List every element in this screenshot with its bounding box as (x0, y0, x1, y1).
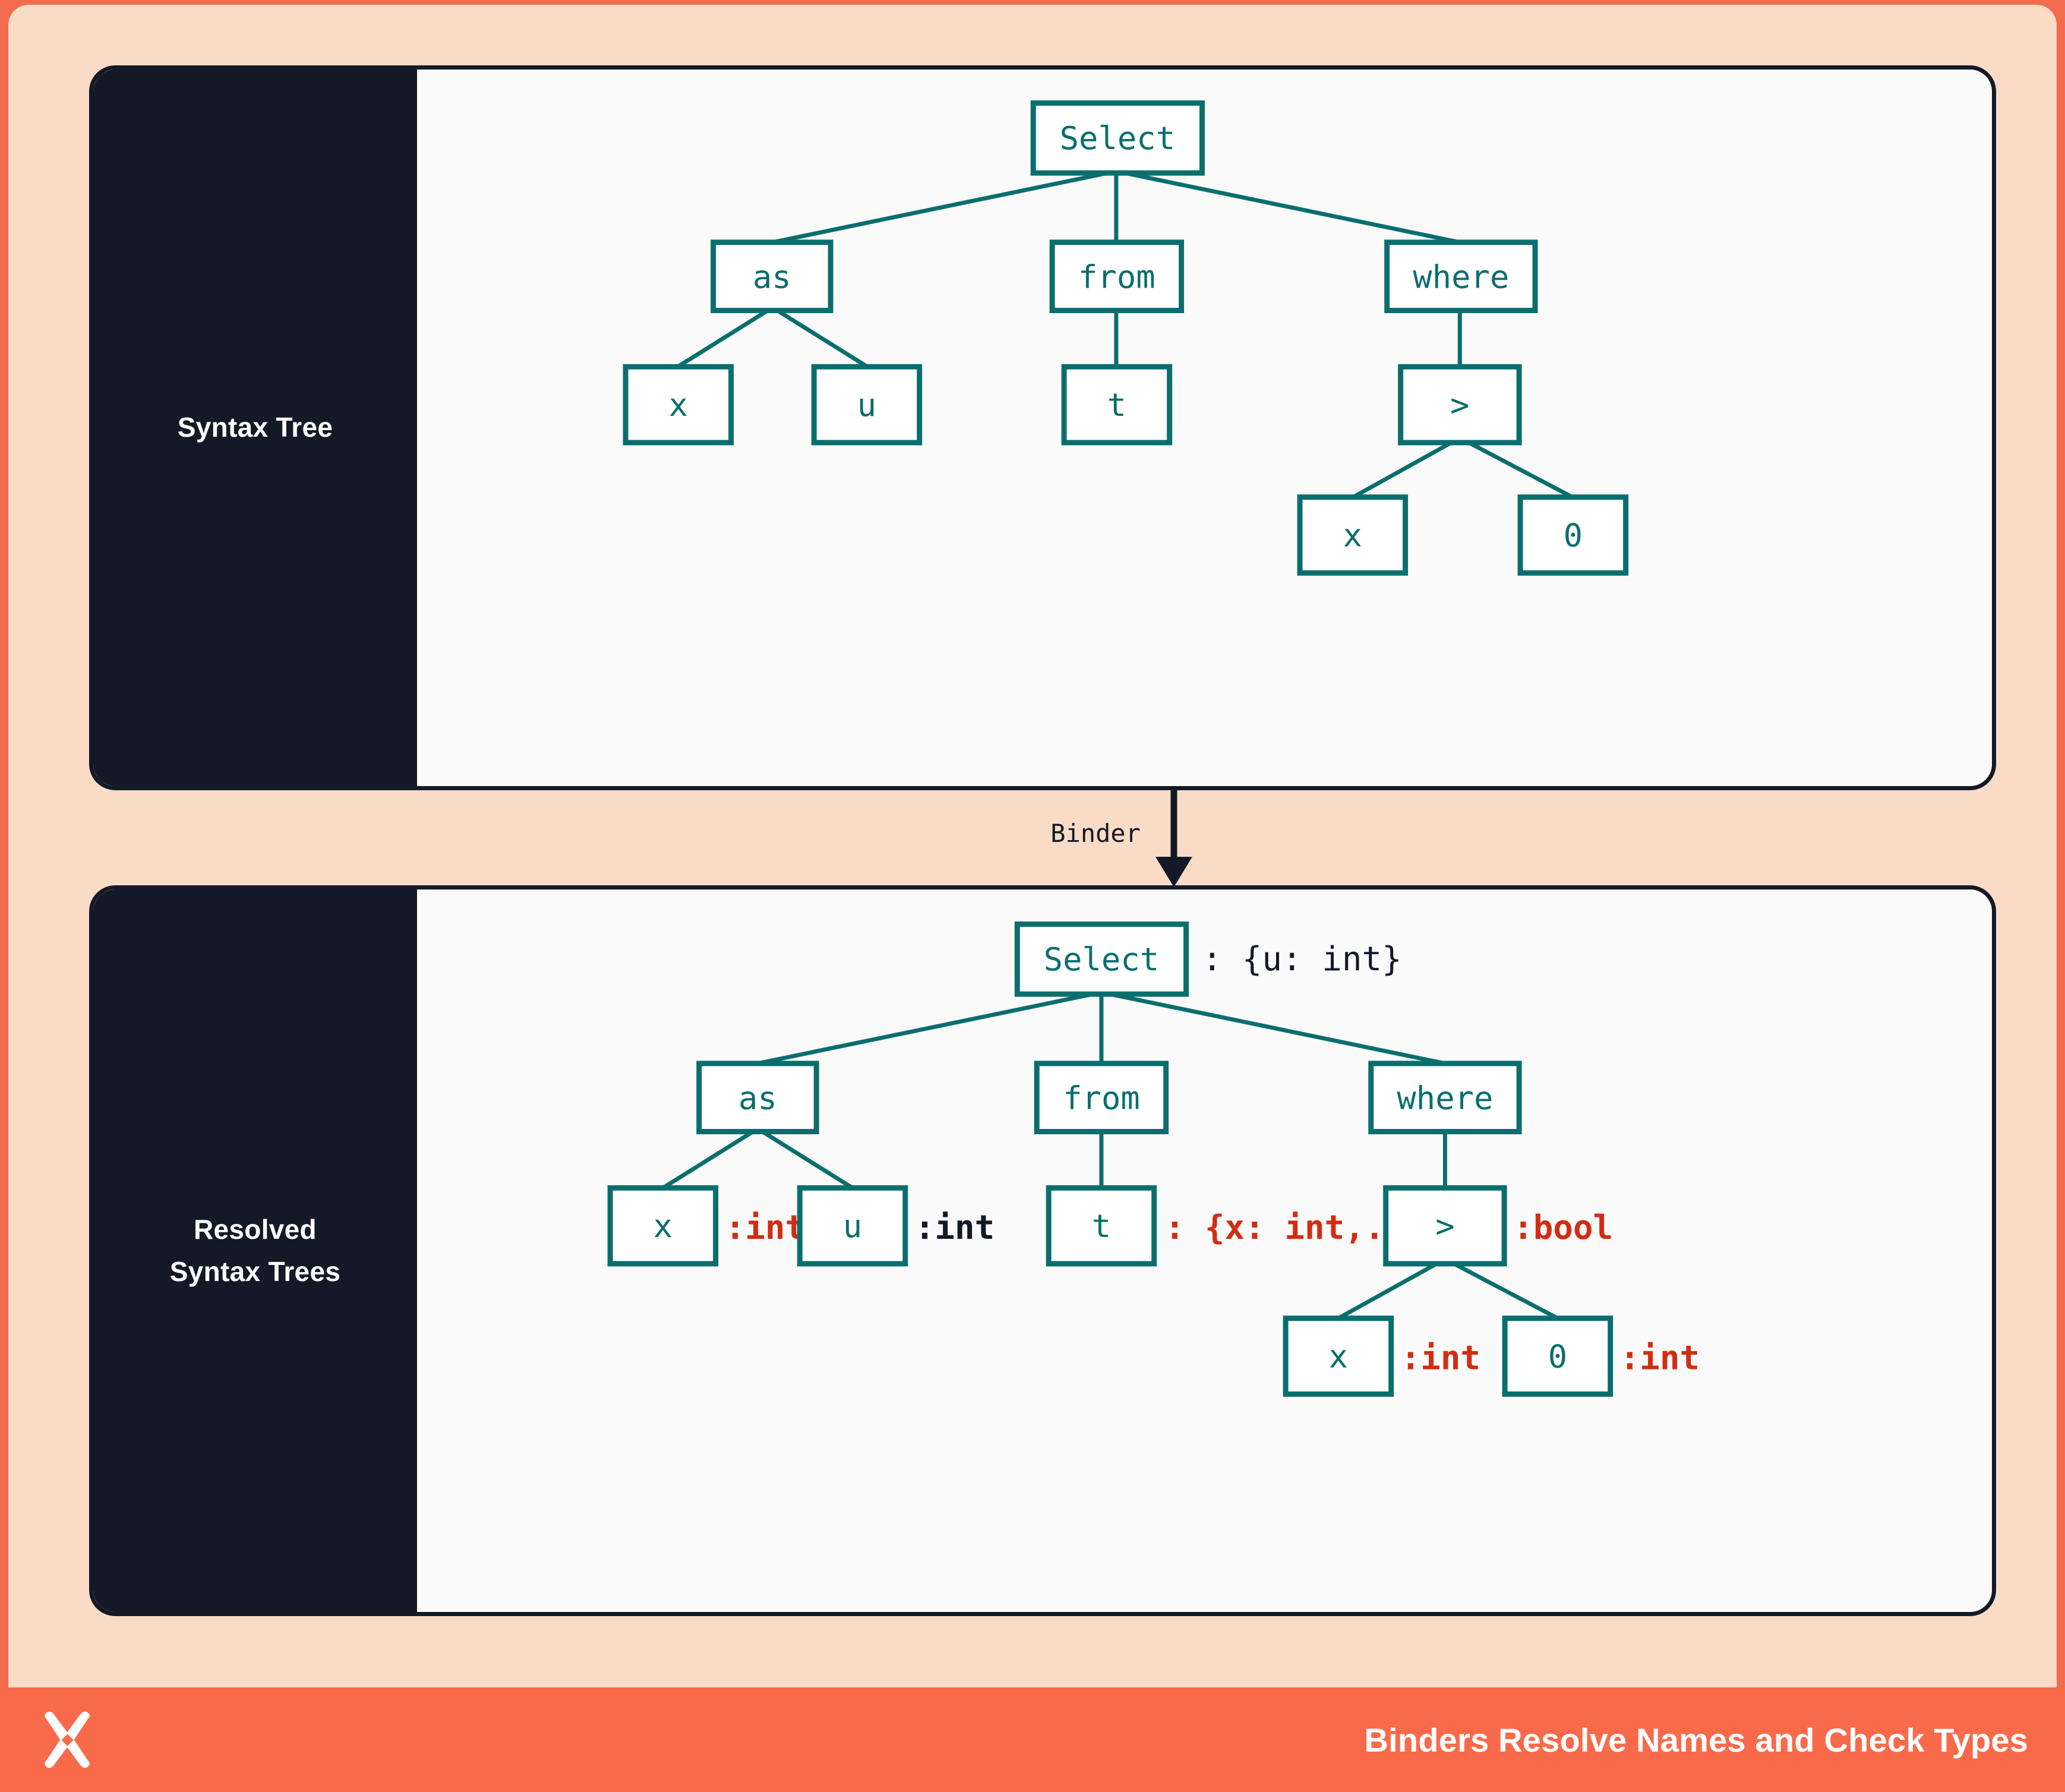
tree-edges-resolved (662, 990, 1559, 1320)
node-select-resolved-label: Select (1044, 941, 1160, 978)
binder-label: Binder (1050, 819, 1141, 848)
node-gt-x-label: x (1343, 516, 1362, 554)
tree-nodes-resolved: Select : {u: int} as from where (607, 921, 1700, 1397)
node-as-u[interactable]: u (811, 364, 923, 446)
tree-canvas-resolved-syntax-trees: Select : {u: int} as from where (417, 889, 1992, 1612)
node-from-resolved[interactable]: from (1034, 1061, 1169, 1135)
node-from-resolved-label: from (1063, 1080, 1140, 1117)
node-as-resolved[interactable]: as (696, 1061, 819, 1135)
node-gt-resolved[interactable]: > (1383, 1185, 1507, 1267)
node-select-label: Select (1060, 119, 1176, 157)
node-gt-label: > (1450, 386, 1469, 424)
annotation-as-u: :int (915, 1209, 994, 1247)
panel-syntax-tree: Syntax Tree (89, 65, 1996, 790)
binder-arrow-icon (1155, 790, 1192, 887)
node-as-x[interactable]: x (623, 364, 734, 446)
node-gt-0-label: 0 (1564, 516, 1583, 554)
sidebar-label-resolved-syntax-trees: Resolved Syntax Trees (170, 1209, 340, 1293)
sidebar-label-syntax-tree: Syntax Tree (177, 412, 333, 443)
node-gt-0-resolved[interactable]: 0 (1502, 1315, 1614, 1397)
sidebar-resolved-syntax-trees: Resolved Syntax Trees (93, 889, 417, 1612)
annotation-as-x: :int (725, 1209, 805, 1247)
node-gt-0[interactable]: 0 (1517, 494, 1629, 576)
node-where-resolved[interactable]: where (1368, 1061, 1522, 1135)
annotation-gt-0: :int (1620, 1339, 1700, 1377)
tree-edges (676, 169, 1574, 499)
node-gt-x-resolved[interactable]: x (1283, 1315, 1394, 1397)
annotation-gt-x: :int (1401, 1339, 1480, 1377)
node-as[interactable]: as (711, 239, 833, 314)
node-gt-0-resolved-label: 0 (1548, 1337, 1567, 1375)
node-gt-resolved-label: > (1435, 1207, 1454, 1245)
sidebar-label-line1: Resolved (194, 1213, 317, 1245)
sidebar-syntax-tree: Syntax Tree (93, 70, 417, 786)
annotation-gt: :bool (1513, 1209, 1613, 1247)
node-gt-x-resolved-label: x (1329, 1337, 1348, 1375)
binder-flow: Binder (891, 790, 1307, 888)
tree-canvas-syntax-tree: Select as from where (417, 70, 1992, 786)
node-select[interactable]: Select (1030, 100, 1205, 176)
resolved-syntax-tree-svg: Select : {u: int} as from where (607, 921, 1700, 1397)
node-select-resolved[interactable]: Select (1014, 921, 1189, 997)
node-where-label: where (1413, 258, 1509, 296)
node-from-t[interactable]: t (1061, 364, 1173, 446)
node-as-x-label: x (669, 386, 688, 424)
node-from-label: from (1078, 258, 1155, 296)
node-as-u-label: u (857, 386, 876, 424)
node-as-u-resolved[interactable]: u (797, 1185, 908, 1267)
node-from-t-resolved[interactable]: t (1046, 1185, 1157, 1267)
tree-nodes: Select as from where (623, 100, 1629, 576)
x-starburst-logo-icon (45, 1711, 90, 1768)
annotation-select: : {u: int} (1202, 940, 1402, 979)
node-from-t-label: t (1107, 386, 1126, 424)
node-from[interactable]: from (1049, 239, 1185, 314)
node-as-resolved-label: as (738, 1080, 777, 1117)
node-gt-x[interactable]: x (1297, 494, 1409, 576)
footer-bar: Binders Resolve Names and Check Types (0, 1687, 2065, 1792)
node-gt[interactable]: > (1398, 364, 1522, 446)
node-as-x-resolved-label: x (653, 1207, 672, 1245)
node-as-x-resolved[interactable]: x (607, 1185, 719, 1267)
syntax-tree-svg: Select as from where (623, 100, 1629, 576)
footer-title: Binders Resolve Names and Check Types (1364, 1721, 2028, 1759)
sidebar-label-line2: Syntax Trees (169, 1256, 341, 1287)
node-from-t-resolved-label: t (1092, 1207, 1111, 1245)
node-where[interactable]: where (1384, 239, 1538, 314)
panel-resolved-syntax-trees: Resolved Syntax Trees (89, 885, 1996, 1616)
node-as-u-resolved-label: u (843, 1207, 862, 1245)
node-as-label: as (753, 258, 791, 296)
node-where-resolved-label: where (1397, 1080, 1493, 1117)
